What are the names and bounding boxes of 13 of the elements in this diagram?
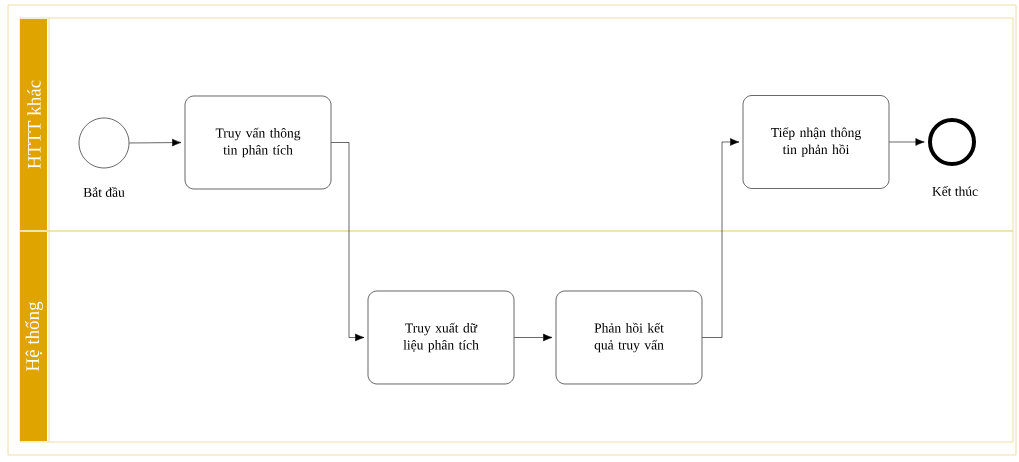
arrow <box>889 138 925 146</box>
arrow <box>129 138 182 147</box>
event-label: Bắt đầu <box>83 187 125 197</box>
arrow <box>702 138 740 338</box>
task-box: Truy vấn thông tin phân tích <box>184 95 332 190</box>
task-box: Tiếp nhận thông tin phản hồi <box>742 95 890 189</box>
start-event-circle <box>78 117 130 169</box>
arrow <box>514 333 553 342</box>
end-event-circle <box>928 118 976 166</box>
task-box: Truy xuất dữ liệu phân tích <box>367 290 515 385</box>
arrow <box>331 142 365 342</box>
task-box: Phản hồi kết quả truy vấn <box>555 290 703 385</box>
event-label: Kết thúc <box>932 186 978 196</box>
